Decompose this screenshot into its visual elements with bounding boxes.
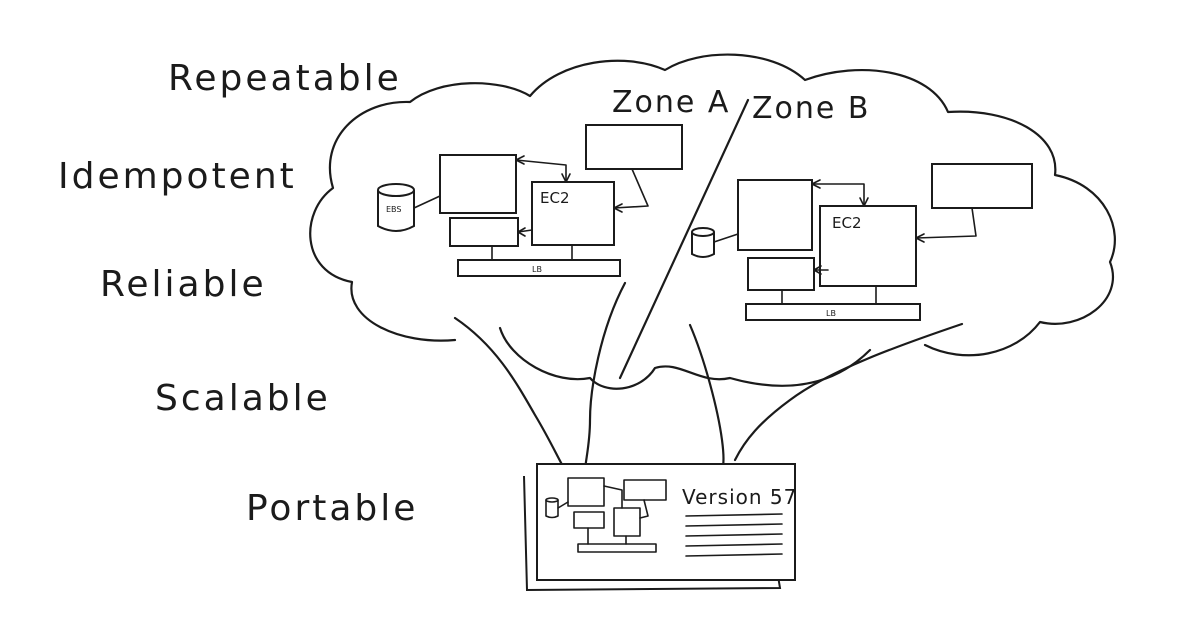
ebs-link-zone-b: [713, 233, 739, 243]
lb-label-zone-a: LB: [532, 265, 542, 274]
arrowhead-zone-a-1b: [561, 173, 571, 183]
ec2-label-zone-b: EC2: [832, 214, 862, 232]
ebs-volume-zone-a: EBS: [377, 183, 415, 232]
funnel-stem-center-right: [688, 323, 725, 472]
ebs-label-zone-a: EBS: [386, 205, 401, 214]
load-balancer-zone-a: [457, 259, 621, 277]
arrowhead-zone-a-1: [515, 155, 525, 165]
server-box-zone-a-3: [449, 217, 519, 247]
property-idempotent: Idempotent: [58, 156, 297, 197]
funnel-stem-left: [453, 316, 567, 472]
property-scalable: Scalable: [155, 378, 331, 419]
cloud-outline: [309, 53, 1116, 357]
arrowhead-zone-a-2: [613, 203, 623, 213]
template-text-lines: [685, 513, 783, 557]
ec2-box-zone-b: [819, 205, 917, 287]
zone-b-label: Zone B: [752, 91, 871, 126]
funnel-stem-center-left: [583, 281, 627, 474]
cloud-bottom-bumps: [498, 326, 872, 390]
arrowhead-zone-b-1b: [859, 197, 869, 207]
arrowhead-zone-b-1: [811, 179, 821, 189]
property-reliable: Reliable: [100, 264, 267, 305]
property-repeatable: Repeatable: [168, 58, 402, 99]
load-balancer-zone-b: [745, 303, 921, 321]
arrowhead-zone-a-3: [517, 227, 526, 237]
server-box-zone-b-2: [931, 163, 1033, 209]
lb-label-zone-b: LB: [826, 309, 836, 318]
property-portable: Portable: [246, 488, 418, 529]
arrow-zone-b-1: [811, 183, 865, 207]
arrow-zone-b-2: [915, 207, 977, 239]
arrow-zone-a-1: [515, 159, 567, 183]
arrow-zone-a-2: [613, 168, 649, 209]
ebs-link-zone-a: [413, 195, 441, 209]
server-box-zone-b-3: [747, 257, 815, 291]
ec2-box-zone-a: [531, 181, 615, 246]
template-mini-diagram: [545, 477, 667, 553]
template-version-label: Version 57: [682, 485, 797, 509]
zone-a-label: Zone A: [612, 85, 730, 120]
ec2-label-zone-a: EC2: [540, 189, 570, 207]
arrowhead-zone-b-3: [813, 265, 822, 275]
server-box-zone-a-2: [585, 124, 683, 170]
template-document: Version 57: [523, 463, 797, 592]
arrow-zone-a-3: [517, 229, 533, 233]
server-box-zone-b-1: [737, 179, 813, 251]
ebs-volume-zone-b: [691, 227, 715, 258]
server-box-zone-a-1: [439, 154, 517, 214]
zone-divider: [618, 98, 750, 380]
funnel-stem-right: [733, 322, 964, 462]
arrowhead-zone-b-2: [915, 233, 925, 243]
